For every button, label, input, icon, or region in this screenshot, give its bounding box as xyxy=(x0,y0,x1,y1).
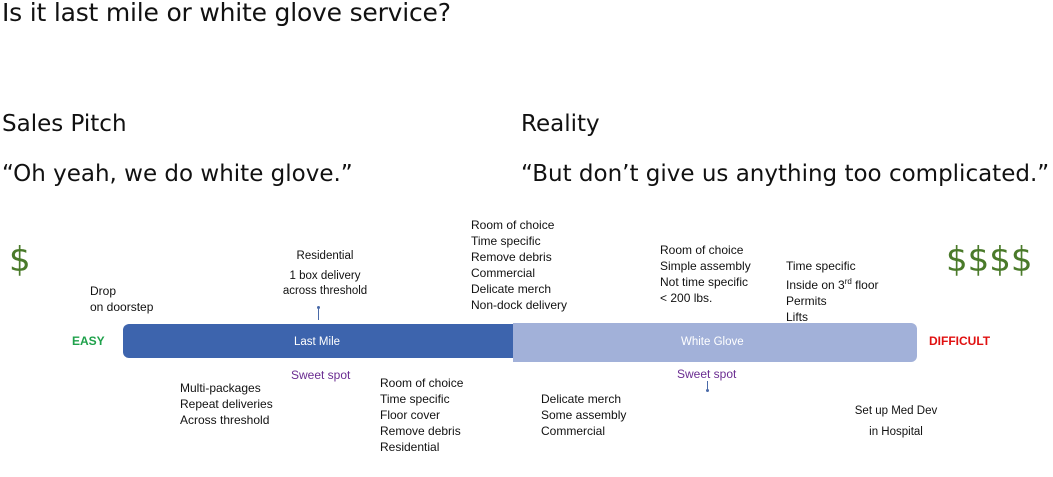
note-superscript: rd xyxy=(844,277,852,286)
last-mile-sweet-spot: Sweet spot xyxy=(291,368,351,382)
note-line: Room of choice xyxy=(660,243,744,257)
last-mile-bar xyxy=(123,324,515,358)
note-line: Non-dock delivery xyxy=(471,298,568,312)
white-glove-advanced-note: Time specific Inside on 3rd floor Permit… xyxy=(786,258,879,325)
note-line: Delicate merch xyxy=(541,392,622,406)
multi-package-note: Multi-packages Repeat deliveries Across … xyxy=(180,380,273,428)
residential-title: Residential xyxy=(296,250,354,262)
note-text: floor xyxy=(851,278,879,292)
drop-on-doorstep-note: Drop on doorstep xyxy=(90,283,153,315)
note-line: Drop xyxy=(90,284,117,298)
white-glove-sweet-pointer-dot xyxy=(706,389,709,392)
note-line: Repeat deliveries xyxy=(180,397,273,411)
delicate-merch-note: Delicate merch Some assembly Commercial xyxy=(541,391,626,439)
note-line: Permits xyxy=(786,294,827,308)
note-line: Inside on 3rd floor xyxy=(786,274,879,293)
reality-quote: “But don’t give us anything too complica… xyxy=(521,161,1050,187)
note-line: 1 box delivery xyxy=(289,270,361,282)
note-line: Room of choice xyxy=(380,376,464,390)
note-line: Commercial xyxy=(541,424,606,438)
note-line: Not time specific xyxy=(660,275,749,289)
white-glove-basic-note: Room of choice Simple assembly Not time … xyxy=(660,242,751,306)
note-line: in Hospital xyxy=(869,426,923,438)
note-line: Simple assembly xyxy=(660,259,751,273)
high-cost-marker: $$$$ xyxy=(946,240,1033,280)
last-mile-label: Last Mile xyxy=(294,336,341,348)
residential-pointer-dot xyxy=(317,306,320,309)
reality-heading: Reality xyxy=(521,111,600,137)
white-glove-label: White Glove xyxy=(681,336,744,348)
note-line: < 200 lbs. xyxy=(660,291,713,305)
note-line: Floor cover xyxy=(380,408,441,422)
note-line: Set up Med Dev xyxy=(854,405,938,417)
residential-note: Residential 1 box delivery across thresh… xyxy=(270,249,380,299)
note-line: Remove debris xyxy=(471,250,552,264)
med-dev-note: Set up Med Dev in Hospital xyxy=(840,404,952,440)
low-cost-marker: $ xyxy=(9,240,31,280)
note-line: across threshold xyxy=(282,285,368,297)
difficult-label: DIFFICULT xyxy=(929,334,991,348)
note-line: Time specific xyxy=(786,259,856,273)
note-line: Room of choice xyxy=(471,218,555,232)
easy-label: EASY xyxy=(72,334,105,348)
white-glove-sweet-pointer xyxy=(707,381,708,390)
commercial-services-note: Room of choice Time specific Remove debr… xyxy=(471,217,567,313)
sales-pitch-heading: Sales Pitch xyxy=(2,111,127,137)
note-line: Some assembly xyxy=(541,408,627,422)
note-line: on doorstep xyxy=(90,300,154,314)
note-line: Time specific xyxy=(471,234,541,248)
note-line: Across threshold xyxy=(180,413,270,427)
note-line: Time specific xyxy=(380,392,450,406)
white-glove-bar xyxy=(513,323,917,362)
white-glove-sweet-spot: Sweet spot xyxy=(677,367,737,381)
note-line: Lifts xyxy=(786,310,809,324)
page-title: Is it last mile or white glove service? xyxy=(2,0,451,27)
note-line: Commercial xyxy=(471,266,536,280)
note-line: Residential xyxy=(380,440,440,454)
sales-pitch-quote: “Oh yeah, we do white glove.” xyxy=(2,161,353,187)
residential-room-note: Room of choice Time specific Floor cover… xyxy=(380,375,463,455)
note-line: Delicate merch xyxy=(471,282,552,296)
note-text: Inside on 3 xyxy=(786,278,845,292)
note-line: Remove debris xyxy=(380,424,461,438)
residential-pointer xyxy=(318,307,319,320)
note-line: Multi-packages xyxy=(180,381,261,395)
